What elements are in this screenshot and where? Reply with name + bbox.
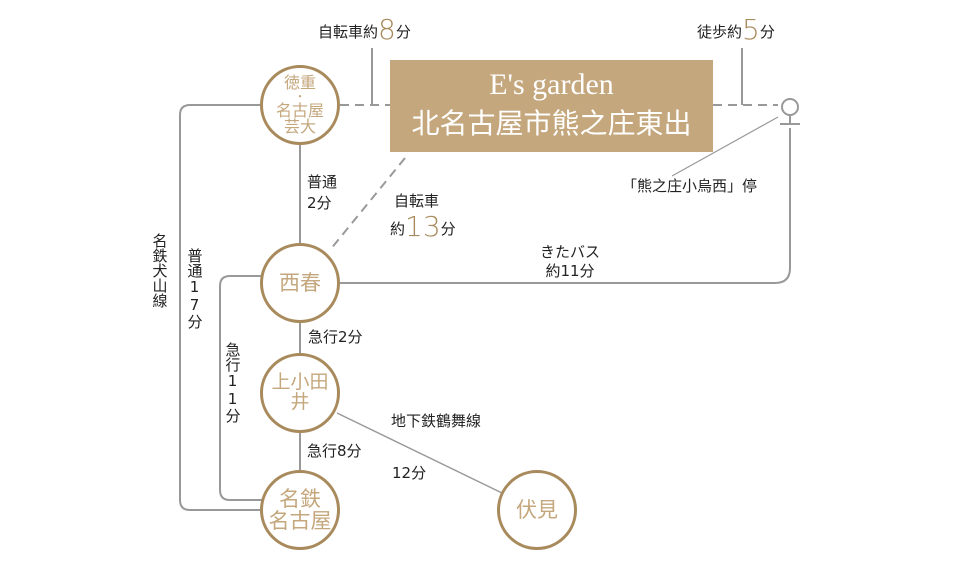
bus-stop-icon xyxy=(780,98,800,125)
bike-8min-label: 自転車約8分 xyxy=(318,13,411,46)
destination-box: E's garden 北名古屋市熊之庄東出 xyxy=(390,60,713,152)
subway-time-label: 12分 xyxy=(392,464,427,482)
station-name: 上小田井 xyxy=(271,371,329,413)
bus-label: きたバス約11分 xyxy=(540,243,601,280)
station-kamiotai: 上小田井 xyxy=(260,353,340,433)
bike13-dashed xyxy=(329,157,406,251)
station-name: 西春 xyxy=(279,270,321,295)
kyuko-8min-label: 急行8分 xyxy=(307,442,362,460)
station-name-line: ・ xyxy=(294,90,306,103)
station-name: 伏見 xyxy=(516,497,558,522)
station-fushimi: 伏見 xyxy=(497,470,577,550)
walk-5min-label: 徒歩約5分 xyxy=(697,13,775,46)
kyuko-2min-label: 急行2分 xyxy=(308,328,363,346)
station-name-line: 名鉄 xyxy=(279,486,321,511)
station-name-line: 名古屋 xyxy=(275,101,324,120)
station-name-line: 徳重 xyxy=(283,73,316,92)
bus-stop-leader xyxy=(671,116,779,177)
destination-name-en: E's garden xyxy=(489,68,614,101)
station-tokushige: 徳重 ・ 名古屋 芸大 xyxy=(260,65,340,145)
futsu-17min-label: 普通17分 xyxy=(185,248,204,329)
station-name-line: 芸大 xyxy=(283,117,316,136)
subway-line-label: 地下鉄鶴舞線 xyxy=(391,412,482,430)
bus-line xyxy=(340,128,791,284)
bike-13min-label: 自転車 約13分 xyxy=(390,192,456,243)
inuyama-line xyxy=(179,104,262,511)
destination-name-jp: 北名古屋市熊之庄東出 xyxy=(411,107,692,140)
subway-line xyxy=(336,412,503,494)
kyuko-11min-label: 急行11分 xyxy=(223,342,242,423)
bus-stop-name: 「熊之庄小烏西」停 xyxy=(622,177,758,195)
station-name-line: 名古屋 xyxy=(268,509,332,533)
inuyama-line-label: 名鉄犬山線 xyxy=(150,233,169,308)
express-line xyxy=(219,275,262,501)
station-meitetsu-nagoya: 名鉄 名古屋 xyxy=(260,470,340,550)
station-nishiharu: 西春 xyxy=(260,243,340,323)
